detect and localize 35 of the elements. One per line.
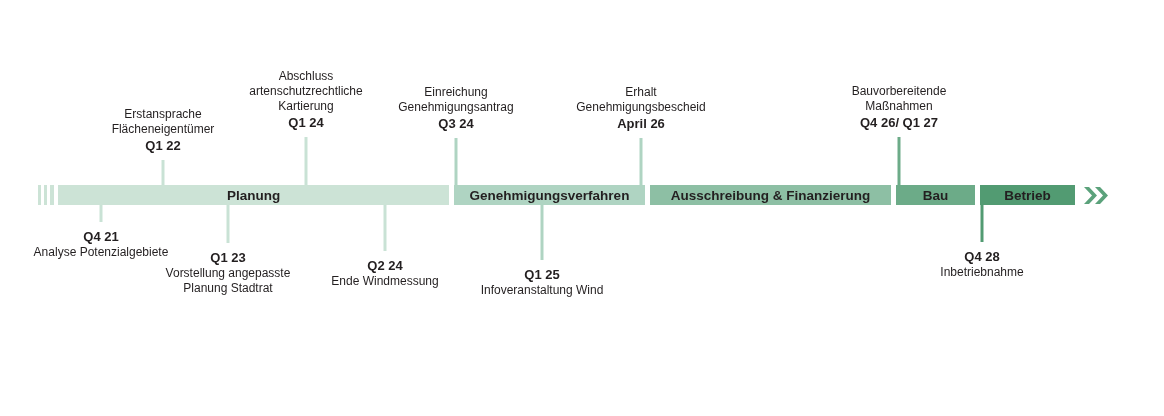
milestone-text: Einreichung Genehmigungsantrag <box>397 85 515 115</box>
milestone-date: Q2 24 <box>366 257 404 274</box>
milestone-date: Q1 22 <box>144 137 182 154</box>
milestone-text: Erhalt Genehmigungsbescheid <box>575 85 707 115</box>
leader-line <box>454 138 458 185</box>
milestone-date: Q4 21 <box>82 228 120 245</box>
milestone-date: Q4 26/ Q1 27 <box>859 114 939 131</box>
phase-bar: Betrieb <box>980 185 1075 205</box>
phase-bar: Planung <box>58 185 449 205</box>
leader-line <box>383 205 387 251</box>
milestone-date: Q1 23 <box>209 249 247 266</box>
milestone-text: Vorstellung angepasste Planung Stadtrat <box>165 266 291 296</box>
milestone-text: Bauvorbereitende Maßnahmen <box>851 84 947 114</box>
leader-line <box>161 160 165 185</box>
leader-line <box>980 205 984 242</box>
milestone-date: Q1 24 <box>287 114 325 131</box>
leader-line <box>639 138 643 185</box>
phase-bar: Ausschreibung & Finanzierung <box>650 185 891 205</box>
milestone-date: Q4 28 <box>963 248 1001 265</box>
milestone-date: Q1 25 <box>523 266 561 283</box>
leader-line <box>99 205 103 222</box>
leader-line <box>897 137 901 185</box>
leader-line <box>226 205 230 243</box>
milestone-text: Analyse Potenzialgebiete <box>33 245 169 260</box>
milestone-text: Erstansprache Flächeneigentümer <box>111 107 215 137</box>
milestone-text: Infoveranstaltung Wind <box>480 283 604 298</box>
milestone-date: April 26 <box>616 115 666 132</box>
milestone-date: Q3 24 <box>437 115 475 132</box>
leader-line <box>540 205 544 260</box>
phase-bar: Bau <box>896 185 975 205</box>
milestone-text: Abschluss artenschutzrechtliche Kartierung <box>248 69 364 114</box>
milestone-text: Ende Windmessung <box>330 274 440 289</box>
milestone-text: Inbetriebnahme <box>939 265 1025 280</box>
phase-bar: Genehmigungsverfahren <box>454 185 645 205</box>
leader-line <box>304 137 308 185</box>
